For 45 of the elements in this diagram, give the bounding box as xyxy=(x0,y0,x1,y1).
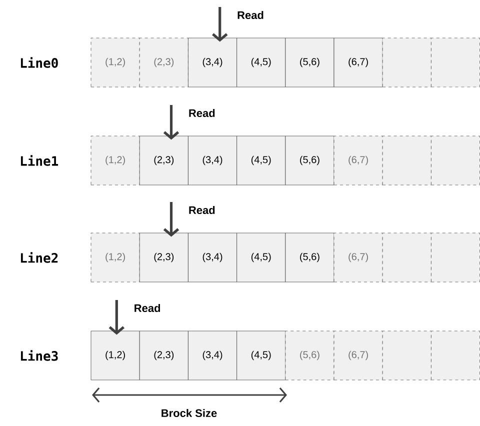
empty-cell xyxy=(431,232,480,282)
memory-cell: (6,7) xyxy=(334,38,383,88)
memory-cell: (1,2) xyxy=(90,136,140,186)
empty-cell xyxy=(382,232,432,282)
read-label: Read xyxy=(189,108,215,118)
memory-cell: (1,2) xyxy=(90,232,140,282)
memory-cell: (4,5) xyxy=(236,136,286,186)
memory-cell: (4,5) xyxy=(236,330,286,380)
empty-cell xyxy=(431,136,480,186)
row-label: Line3 xyxy=(20,350,58,361)
memory-cell: (5,6) xyxy=(285,136,334,186)
arrow xyxy=(163,105,180,140)
arrow xyxy=(163,202,180,237)
memory-cell: (6,7) xyxy=(334,136,383,186)
arrow xyxy=(212,7,228,42)
read-label: Read xyxy=(134,304,160,312)
row-label: Line1 xyxy=(20,155,58,166)
memory-cell: (3,4) xyxy=(188,38,237,88)
memory-cell: (5,6) xyxy=(285,38,334,88)
row-label: Line0 xyxy=(20,57,58,68)
empty-cell xyxy=(431,330,480,380)
memory-cell: (4,5) xyxy=(236,38,286,88)
memory-cell: (2,3) xyxy=(139,232,188,282)
memory-cell: (4,5) xyxy=(236,232,286,282)
memory-cell: (2,3) xyxy=(139,136,188,186)
memory-cell: (6,7) xyxy=(334,330,383,380)
empty-cell xyxy=(382,330,432,380)
arrow xyxy=(108,300,124,335)
memory-cell: (5,6) xyxy=(285,232,334,282)
read-label: Read xyxy=(238,10,264,20)
memory-cell: (3,4) xyxy=(188,232,237,282)
memory-cell: (2,3) xyxy=(139,330,188,380)
memory-cell: (3,4) xyxy=(188,136,237,186)
row-label: Line2 xyxy=(20,252,58,263)
memory-cell: (2,3) xyxy=(139,38,188,88)
empty-cell xyxy=(382,136,432,186)
dimension-label: Brock Size xyxy=(162,408,217,418)
memory-cell: (1,2) xyxy=(90,330,140,380)
read-label: Read xyxy=(189,206,215,214)
empty-cell xyxy=(382,38,432,88)
memory-cell: (6,7) xyxy=(334,232,383,282)
memory-cell: (3,4) xyxy=(188,330,237,380)
memory-cell: (1,2) xyxy=(90,38,140,88)
memory-cell: (5,6) xyxy=(285,330,334,380)
empty-cell xyxy=(431,38,480,88)
